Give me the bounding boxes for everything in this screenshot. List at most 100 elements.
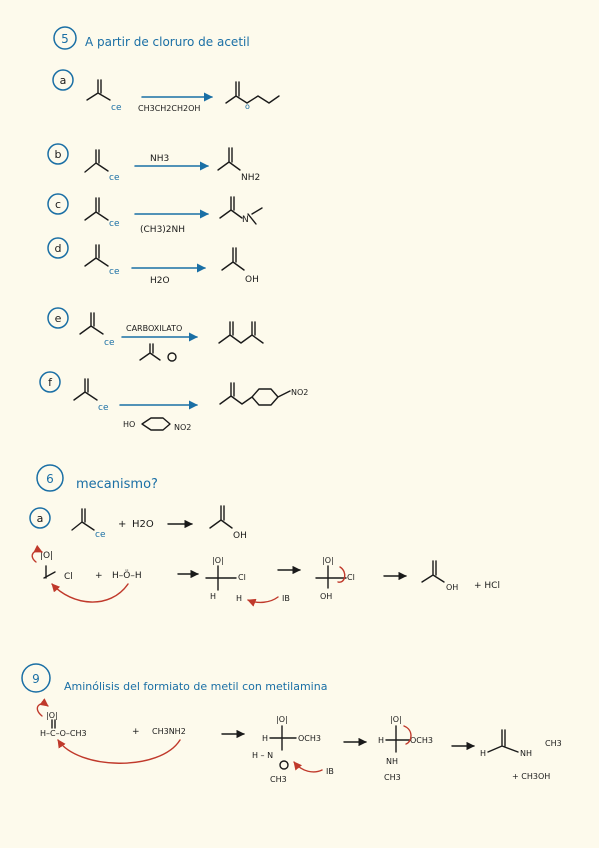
chloride-label: Cl [64,572,73,582]
deprotonation-arrow [247,596,279,607]
acetyl-chloride-structure [73,378,98,401]
alkoxide-oxygen: |O| [390,715,402,724]
reaction-label-circle [47,193,69,215]
alkoxide-oxygen: |O| [212,556,224,565]
hydrogen-label: H [262,734,268,743]
negative-charge [167,352,177,362]
reaction-label-circle [47,307,69,329]
acetyl-chloride-structure [84,197,109,221]
tetrahedral-bonds [269,725,297,751]
product-group: NH2 [241,173,260,183]
methyl-label: CH3 [384,773,401,782]
carbonyl-oxygen: |O| [40,551,53,561]
acetyl-chloride-structure [71,508,95,531]
methyl-formate-label: H–C–O–CH3 [40,729,87,738]
reaction-e: e ce CARBOXILATO [47,307,264,362]
section-number-circle [53,26,77,50]
tetrahedral-bonds [205,565,237,591]
electron-arrow [31,544,43,563]
reaction-label-circle [47,143,69,165]
reagent-right: NO2 [174,423,191,432]
product-group: OH [233,531,247,541]
mechanism-9: |O| H–C–O–CH3 + CH3NH2 |O| H OCH3 H – N … [36,698,562,784]
hydrogen-label: H [236,594,242,603]
acyl-chloride-bonds [43,565,56,579]
reaction-label-circle [29,507,51,529]
acetic-acid-structure [209,505,233,529]
reagent: (CH3)2NH [140,225,185,235]
mechanism-6a: a ce + H2O OH |O| Cl + H–Ö–H |O| Cl H H … [29,505,500,607]
reaction-label: a [60,74,67,87]
deprotonation-arrow [293,761,323,773]
reaction-a: a ce CH3CH2CH2OH o [52,69,280,113]
reagent-left: HO [123,420,135,429]
phenol-ring [141,417,171,431]
positive-charge [279,760,289,770]
reaction-label: f [48,376,53,389]
methyl-label: CH3 [270,775,287,784]
acetyl-chloride-structure [86,79,111,101]
nitrophenyl-acetate-structure [219,382,291,406]
propyl-acetate-structure [225,81,280,104]
section-number-circle [21,663,51,693]
water-label: H–Ö–H [112,570,142,581]
byproduct-label: + CH3OH [512,772,550,781]
tetrahedral-bonds [315,565,347,589]
product-nh: NH [520,749,532,758]
section-number: 6 [46,472,54,486]
reagent: CARBOXILATO [126,324,182,333]
reaction-label-circle [47,237,69,259]
acetyl-chloride-structure [84,149,109,173]
collapse-arrow [337,566,346,583]
carboxylate-structure [139,343,161,361]
section-number: 9 [32,672,40,686]
section-number: 5 [61,32,69,46]
acetyl-chloride-structure [84,244,109,267]
reaction-label-circle [52,69,74,91]
ammonium-label: H – N [252,751,273,760]
chloride-label: Cl [347,573,355,582]
reaction-f: f ce HO NO2 NO2 [39,371,308,432]
water-label: H2O [132,519,154,530]
hydrogen-label: H [480,749,486,758]
nucleophilic-attack-arrow [51,583,129,603]
cl-label: ce [95,530,106,540]
reaction-d: d ce H2O OH [47,237,259,286]
section-5-header: 5 A partir de cloruro de acetil [53,26,250,50]
reagent: NH3 [150,154,169,164]
reaction-label-circle [39,371,61,393]
chloride-label: Cl [238,573,246,582]
plus-sign: + [132,727,140,737]
hydrogen-label: H [210,592,216,601]
product-group: OH [245,275,259,285]
n-methylformamide-structure [487,729,519,753]
plus-sign: + [95,571,103,581]
acetamide-structure [217,147,241,171]
collapse-arrow [403,725,412,745]
alkoxide-oxygen: |O| [322,556,334,565]
base-label: IB [326,767,334,776]
anhydride-structure [218,321,264,344]
methylamine-label: CH3NH2 [152,727,186,736]
hydrogen-label: H [378,736,384,745]
reagent: CH3CH2CH2OH [138,104,200,113]
section-9-header: 9 Aminólisis del formiato de metil con m… [21,663,327,693]
product-group: N [242,215,249,225]
reaction-label: a [37,512,44,525]
section-title: Aminólisis del formiato de metil con met… [64,680,327,693]
reaction-label: b [55,148,62,161]
cl-label: ce [109,267,120,277]
dimethylacetamide-structure [219,196,263,225]
plus-sign: + [118,519,126,530]
reaction-label: d [55,242,62,255]
acetyl-chloride-structure [79,312,104,335]
cl-label: ce [98,403,109,413]
ester-o: o [245,102,250,111]
section-title: A partir de cloruro de acetil [85,35,250,49]
nucleophilic-attack-arrow [57,739,181,764]
cl-label: ce [109,173,120,183]
product-group: NO2 [291,388,308,397]
alkoxide-oxygen: |O| [276,715,288,724]
electron-arrow [36,698,49,717]
section-title: mecanismo? [76,477,158,492]
